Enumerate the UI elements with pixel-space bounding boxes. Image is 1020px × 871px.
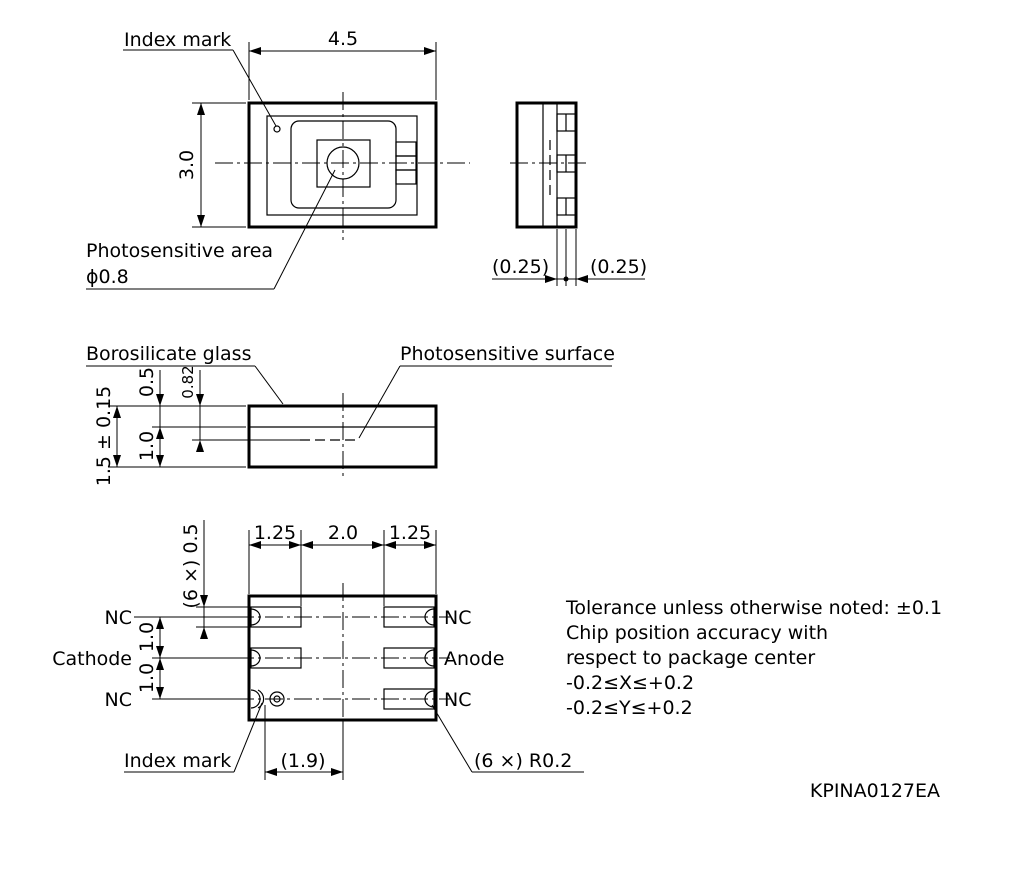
note-line-1: Tolerance unless otherwise noted: ±0.1 (565, 597, 942, 619)
index-mark-bottom (269, 691, 285, 707)
top-pad-1 (395, 141, 417, 157)
pin-label-left-bot: NC (105, 689, 132, 711)
borosilicate-glass-label: Borosilicate glass (86, 343, 251, 365)
index-mark-dot (273, 125, 281, 133)
drawing-code: KPINA0127EA (810, 780, 940, 802)
pin-label-left-top: NC (105, 607, 132, 629)
pad-nc-right-bot (383, 688, 435, 710)
pin-label-anode: Anode (444, 648, 504, 670)
pitch-mid-dim: 2.0 (328, 522, 358, 544)
pitch-left-dim: 1.25 (254, 522, 296, 544)
package-outline-side (515, 101, 578, 229)
pin-label-right-top: NC (444, 607, 471, 629)
bottom-view: 1.25 2.0 1.25 (6 ×) 0.5 1.0 1.0 NC Catho… (52, 520, 584, 780)
index-offset-dim: (1.9) (280, 750, 325, 772)
pad-nc-left-bot (250, 689, 261, 709)
pitch-right-dim: 1.25 (389, 522, 431, 544)
pad-nc-right-top (383, 606, 435, 628)
cavity-outline (266, 115, 418, 216)
width-dimension: 4.5 (328, 28, 358, 50)
surface-depth-dim: 0.82 (179, 365, 197, 398)
body-height-dim: 1.0 (136, 431, 158, 461)
pad-anode (383, 647, 435, 669)
photosensitive-area-label: Photosensitive area (86, 240, 273, 262)
side-dim-right: (0.25) (590, 256, 647, 278)
top-pad-3 (395, 169, 417, 185)
height-dimension: 3.0 (176, 150, 198, 180)
photosensitive-surface-label: Photosensitive surface (400, 343, 615, 365)
notes-block: Tolerance unless otherwise noted: ±0.1 C… (565, 597, 942, 719)
photosensitive-area-diameter: ϕ0.8 (86, 266, 129, 288)
note-line-3: respect to package center (566, 647, 815, 669)
pad-cathode (250, 647, 302, 669)
row-pitch-1-dim: 1.0 (136, 622, 158, 652)
note-line-5: -0.2≤Y≤+0.2 (566, 697, 693, 719)
top-view: 4.5 3.0 Index mark Photosensitive area ϕ… (86, 28, 470, 290)
side-view: (0.25) (0.25) (492, 101, 647, 286)
row-pitch-2-dim: 1.0 (136, 663, 158, 693)
pin-label-cathode: Cathode (52, 648, 132, 670)
glass-thickness-dim: 0.5 (136, 367, 158, 397)
pad-width-dim: (6 ×) 0.5 (180, 523, 202, 608)
note-line-4: -0.2≤X≤+0.2 (566, 672, 694, 694)
total-height-dim: 1.5 ± 0.15 (93, 386, 115, 487)
section-view: Borosilicate glass Photosensitive surfac… (86, 343, 615, 486)
side-dim-left: (0.25) (492, 256, 549, 278)
index-mark-label-top: Index mark (124, 29, 231, 51)
pin-label-right-bot: NC (444, 689, 471, 711)
index-mark-label-bottom: Index mark (124, 750, 231, 772)
radius-dim: (6 ×) R0.2 (474, 750, 572, 772)
note-line-2: Chip position accuracy with (566, 622, 828, 644)
